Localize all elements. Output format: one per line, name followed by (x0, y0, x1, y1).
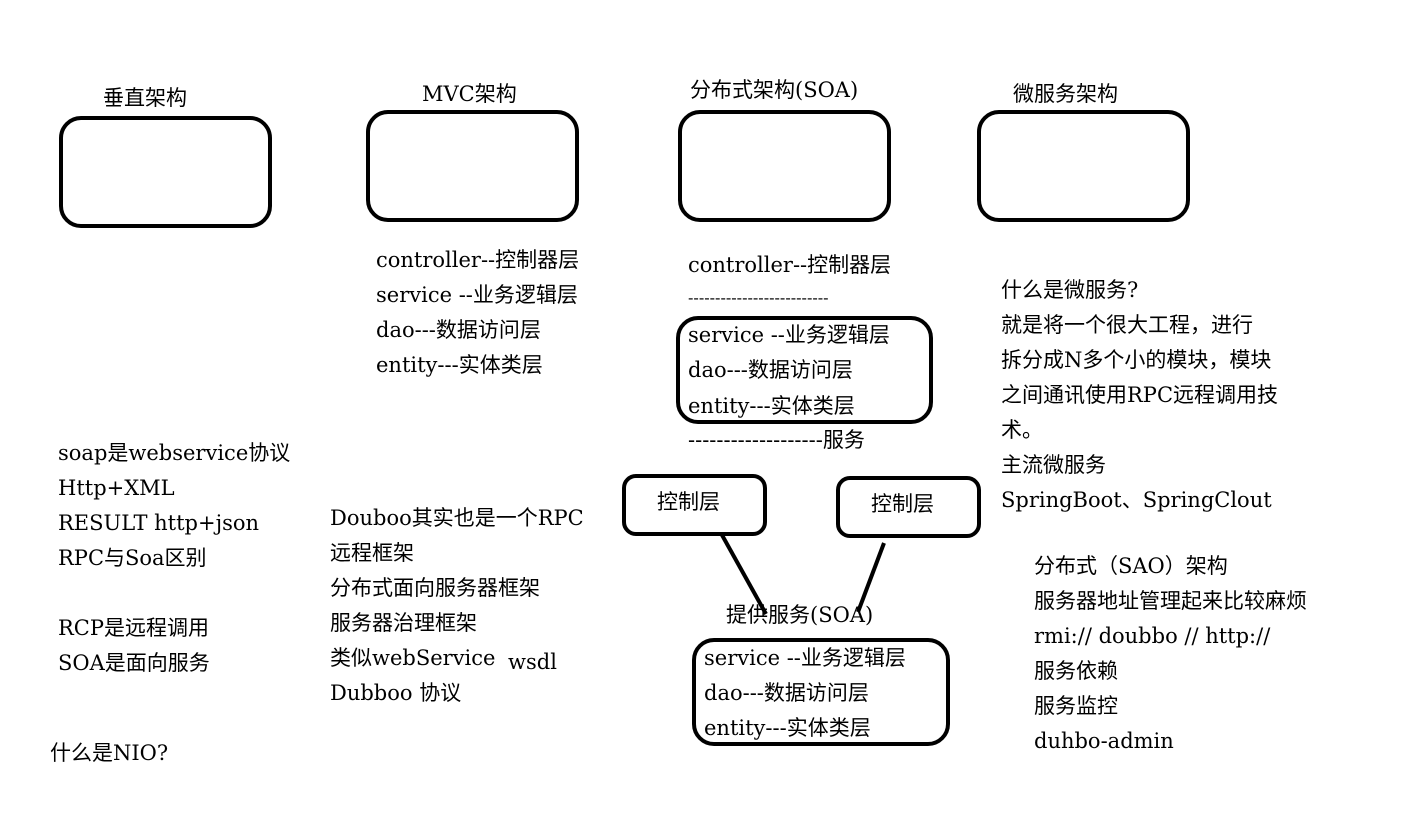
micro-note-line-7: SpringBoot、SpringClout (1001, 488, 1272, 512)
note-rpc-soa-diff: RPC与Soa区别 (58, 546, 207, 570)
micro-note-line-1: 什么是微服务? (1001, 278, 1139, 302)
dubbo-note-line-4: 服务器治理框架 (330, 611, 477, 635)
note-what-is-nio: 什么是NIO? (50, 741, 169, 765)
mvc-architecture-box (366, 110, 579, 222)
micro-note-line-4: 之间通讯使用RPC远程调用技 (1001, 383, 1279, 407)
note-http-xml: Http+XML (58, 476, 175, 500)
note-result-json: RESULT http+json (58, 511, 260, 535)
dubbo-note-line-3: 分布式面向服务器框架 (330, 576, 540, 600)
vertical-architecture-box (59, 116, 272, 228)
micro-note-line-6: 主流微服务 (1001, 453, 1106, 477)
sao-note-line-2: 服务器地址管理起来比较麻烦 (1034, 589, 1307, 613)
soa-controller-layer: controller--控制器层 (688, 253, 892, 277)
dubbo-note-wsdl: wsdl (508, 650, 557, 674)
microservice-architecture-title: 微服务架构 (1013, 82, 1118, 106)
mvc-architecture-title: MVC架构 (422, 82, 517, 106)
sao-note-line-1: 分布式（SAO）架构 (1034, 554, 1228, 578)
sao-note-line-4: 服务依赖 (1034, 659, 1118, 683)
mvc-layer-dao: dao---数据访问层 (376, 318, 541, 342)
soa-service-label: -------------------服务 (688, 428, 865, 452)
dubbo-note-line-6: Dubboo 协议 (330, 681, 462, 705)
vertical-architecture-title: 垂直架构 (103, 86, 187, 110)
microservice-architecture-box (977, 110, 1190, 222)
sao-note-line-6: duhbo-admin (1034, 729, 1174, 753)
provider-title: 提供服务(SOA) (726, 603, 874, 627)
sao-note-line-3: rmi:// doubbo // http:// (1034, 624, 1271, 648)
provider-box (692, 638, 950, 746)
mvc-layer-service: service --业务逻辑层 (376, 283, 578, 307)
controller-label-left: 控制层 (657, 490, 720, 514)
dubbo-note-line-1: Douboo其实也是一个RPC (330, 506, 584, 530)
micro-note-line-2: 就是将一个很大工程，进行 (1001, 313, 1253, 337)
mvc-layer-controller: controller--控制器层 (376, 248, 580, 272)
soa-service-box (676, 316, 933, 424)
dubbo-note-line-5: 类似webService (330, 646, 496, 670)
mvc-layer-entity: entity---实体类层 (376, 353, 543, 377)
dubbo-note-line-2: 远程框架 (330, 541, 414, 565)
soa-separator: -------------------------- (688, 288, 829, 307)
provider-service-layer: service --业务逻辑层 (704, 646, 906, 670)
note-soap: soap是webservice协议 (58, 441, 291, 465)
note-rcp-remote-call: RCP是远程调用 (58, 616, 210, 640)
controller-box-right (836, 476, 981, 538)
soa-dao-layer: dao---数据访问层 (688, 358, 853, 382)
soa-service-layer: service --业务逻辑层 (688, 323, 890, 347)
provider-dao-layer: dao---数据访问层 (704, 681, 869, 705)
connector-left (720, 534, 768, 615)
connector-right (856, 542, 886, 613)
micro-note-line-3: 拆分成N多个小的模块，模块 (1001, 348, 1272, 372)
controller-label-right: 控制层 (871, 492, 934, 516)
soa-architecture-title: 分布式架构(SOA) (690, 78, 859, 102)
micro-note-line-5: 术。 (1001, 418, 1043, 442)
provider-entity-layer: entity---实体类层 (704, 716, 871, 740)
note-soa-service-oriented: SOA是面向服务 (58, 651, 210, 675)
controller-box-left (622, 474, 767, 536)
soa-architecture-box (678, 110, 891, 222)
sao-note-line-5: 服务监控 (1034, 694, 1118, 718)
soa-entity-layer: entity---实体类层 (688, 394, 855, 418)
